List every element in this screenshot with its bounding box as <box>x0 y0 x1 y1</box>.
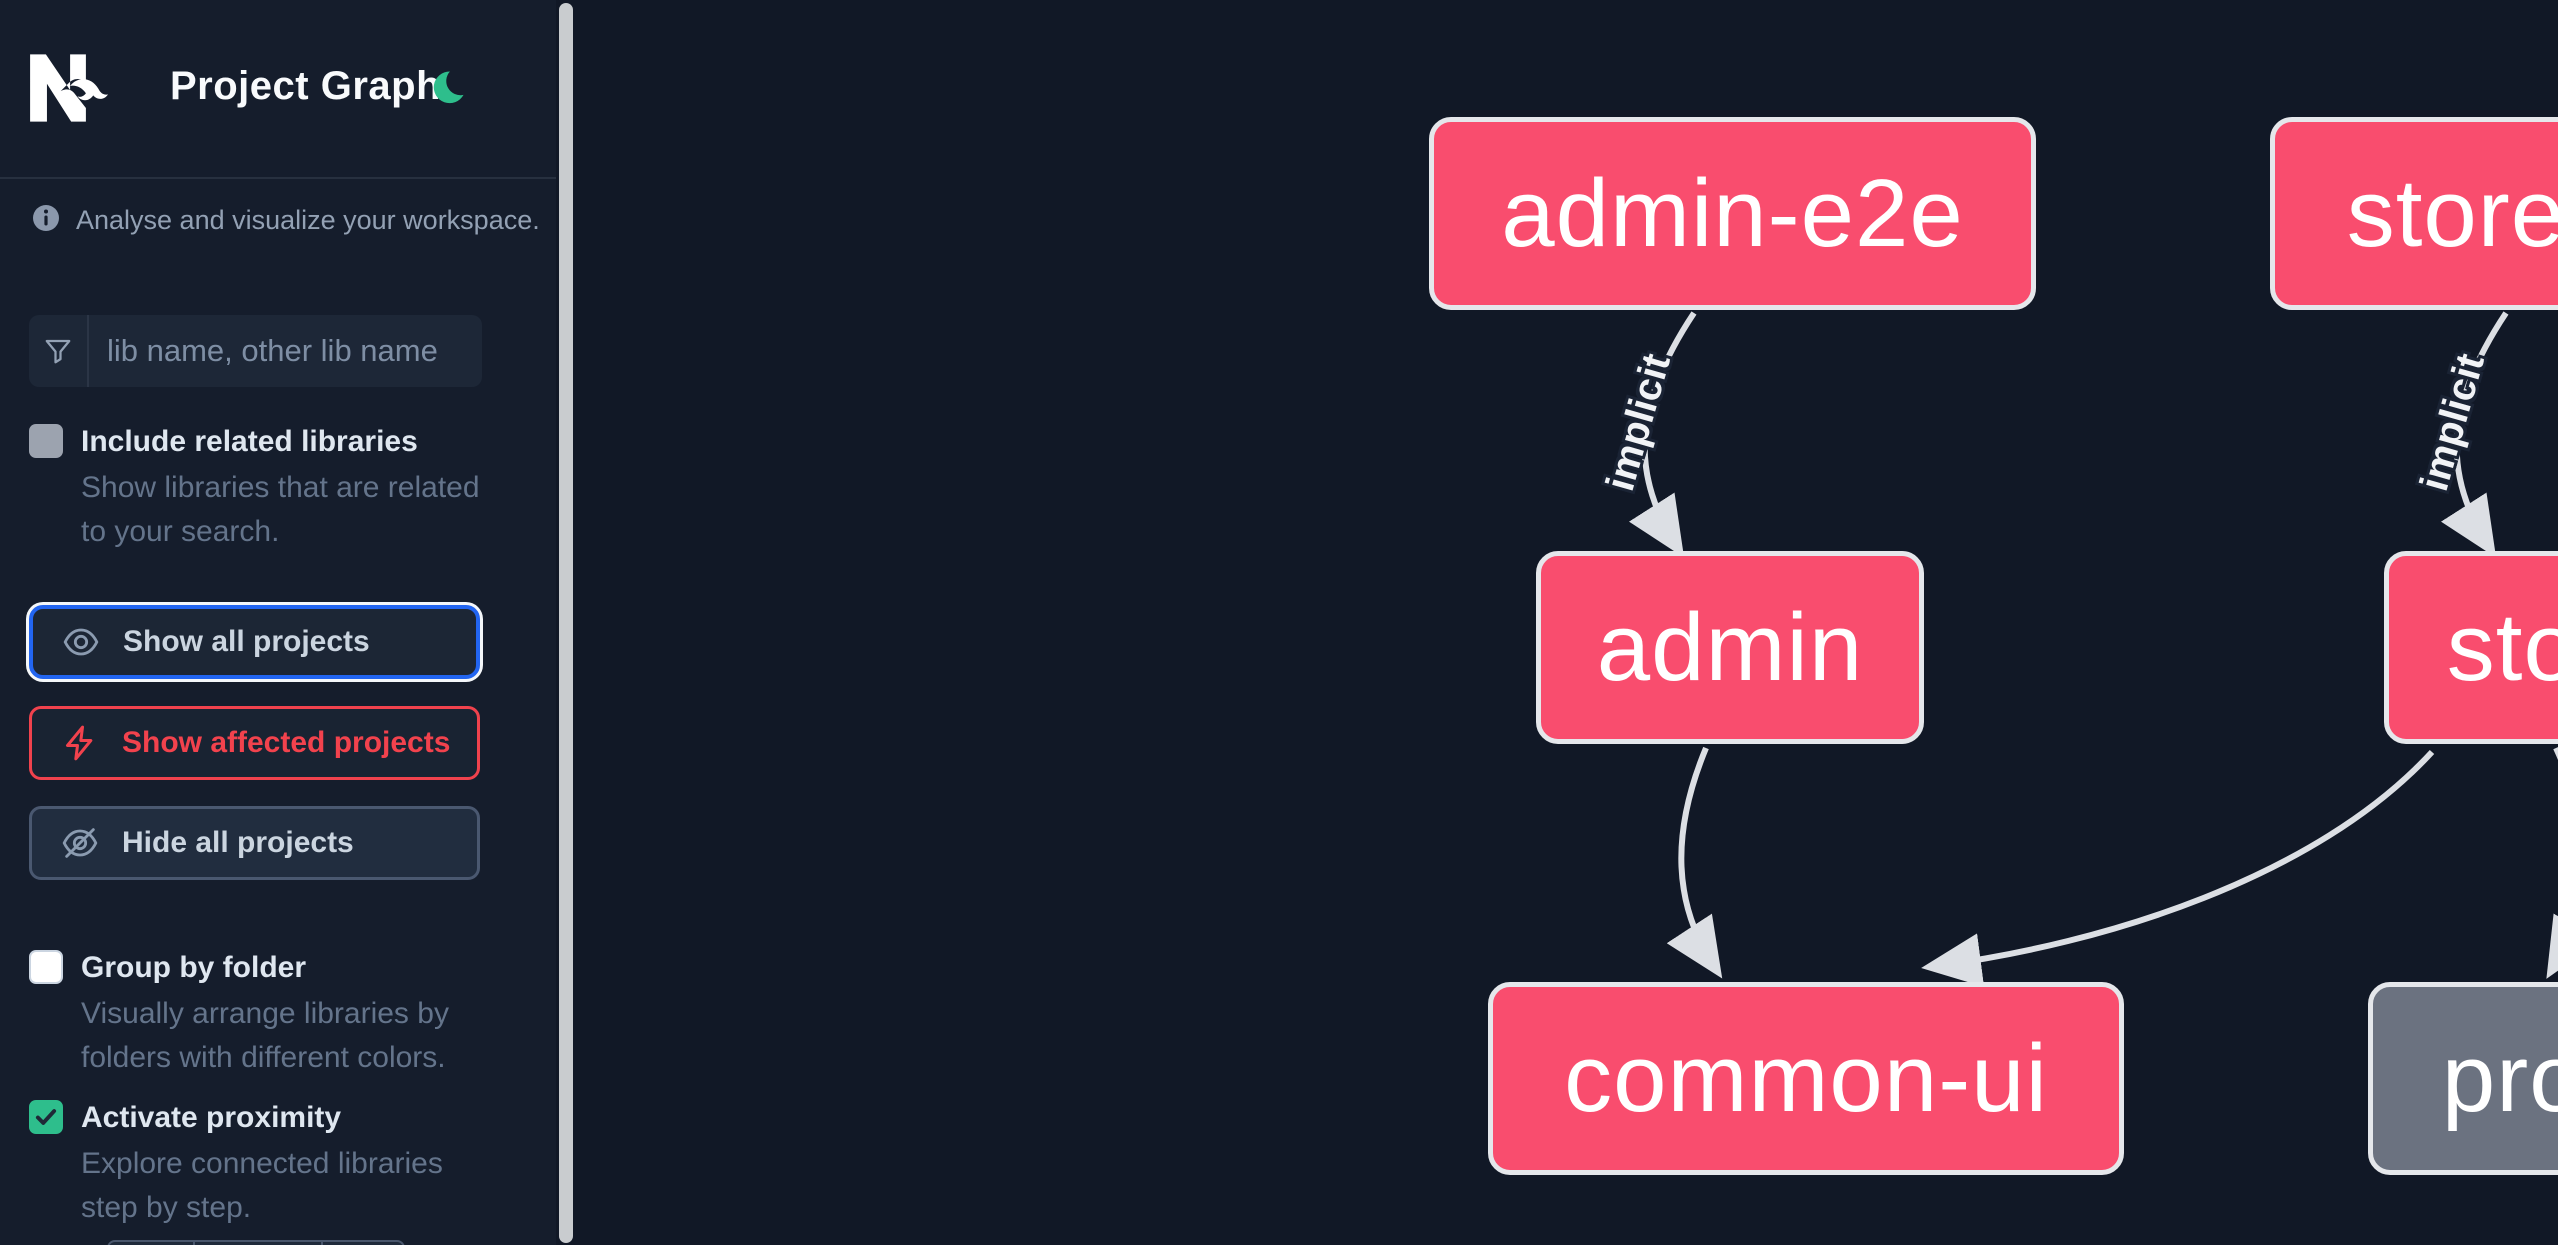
show-affected-projects-button[interactable]: Show affected projects <box>29 706 480 780</box>
graph-node-admin[interactable]: admin <box>1536 551 1924 744</box>
graph-node-common-ui[interactable]: common-ui <box>1488 982 2124 1175</box>
info-icon <box>33 205 59 231</box>
filter-icon <box>45 339 71 364</box>
nx-logo <box>30 54 108 122</box>
toggle-description: Show libraries that are related to your … <box>81 471 480 548</box>
activate-proximity-checkbox[interactable] <box>29 1100 63 1134</box>
show-all-projects-button[interactable]: Show all projects <box>29 605 480 679</box>
graph-node-store[interactable]: store <box>2384 551 2558 744</box>
workspace-info: Analyse and visualize your workspace. <box>32 202 540 236</box>
toggle-body: Include related libraries Show libraries… <box>81 424 481 554</box>
filter-icon-cell <box>29 315 89 387</box>
graph-node-store-e2e[interactable]: store-e2e <box>2270 117 2558 310</box>
eye-icon <box>63 628 99 656</box>
toggle-label[interactable]: Include related libraries <box>81 425 418 458</box>
graph-node-products[interactable]: products <box>2368 982 2558 1175</box>
button-label: Show affected projects <box>122 726 451 759</box>
proximity-stepper-partial[interactable] <box>107 1240 405 1245</box>
edge-label-implicit: implicit <box>1598 348 1679 496</box>
search-box <box>29 315 524 387</box>
search-input[interactable] <box>89 315 524 387</box>
button-label: Show all projects <box>123 625 370 658</box>
sidebar: Project Graph Analyse and visualize your… <box>0 0 556 1245</box>
check-icon <box>35 1109 57 1125</box>
toggle-label[interactable]: Group by folder <box>81 951 306 984</box>
bolt-icon <box>66 725 93 761</box>
stepper-decrement-segment[interactable] <box>109 1242 195 1245</box>
graph-node-admin-e2e[interactable]: admin-e2e <box>1429 117 2036 310</box>
toggle-body: Group by folder Visually arrange librari… <box>81 950 481 1080</box>
header-divider <box>0 177 556 179</box>
edge-admin-common-ui <box>1666 746 1723 979</box>
sidebar-header: Project Graph <box>0 0 556 179</box>
edge-label-implicit: implicit <box>2412 348 2493 496</box>
theme-toggle-button[interactable] <box>428 68 468 108</box>
hide-all-projects-button[interactable]: Hide all projects <box>29 806 480 880</box>
page-title: Project Graph <box>170 64 442 108</box>
toggle-label[interactable]: Activate proximity <box>81 1101 342 1134</box>
toggle-description: Explore connected libraries step by step… <box>81 1147 443 1224</box>
sidebar-scrollbar[interactable] <box>559 3 573 1243</box>
toggle-description: Visually arrange libraries by folders wi… <box>81 997 449 1074</box>
toggle-body: Activate proximity Explore connected lib… <box>81 1100 481 1230</box>
moon-icon <box>433 71 464 104</box>
group-by-folder-checkbox[interactable] <box>29 950 63 984</box>
graph-canvas[interactable]: admin-e2e store-e2e admin store common-u… <box>556 0 2558 1245</box>
include-related-libraries-checkbox[interactable] <box>29 424 63 458</box>
eye-off-icon <box>62 828 98 858</box>
stepper-value-segment <box>195 1242 323 1245</box>
edge-store-common-ui <box>1921 749 2435 987</box>
workspace-info-text: Analyse and visualize your workspace. <box>76 205 540 235</box>
edge-store-products <box>2546 747 2558 979</box>
button-label: Hide all projects <box>122 826 354 859</box>
